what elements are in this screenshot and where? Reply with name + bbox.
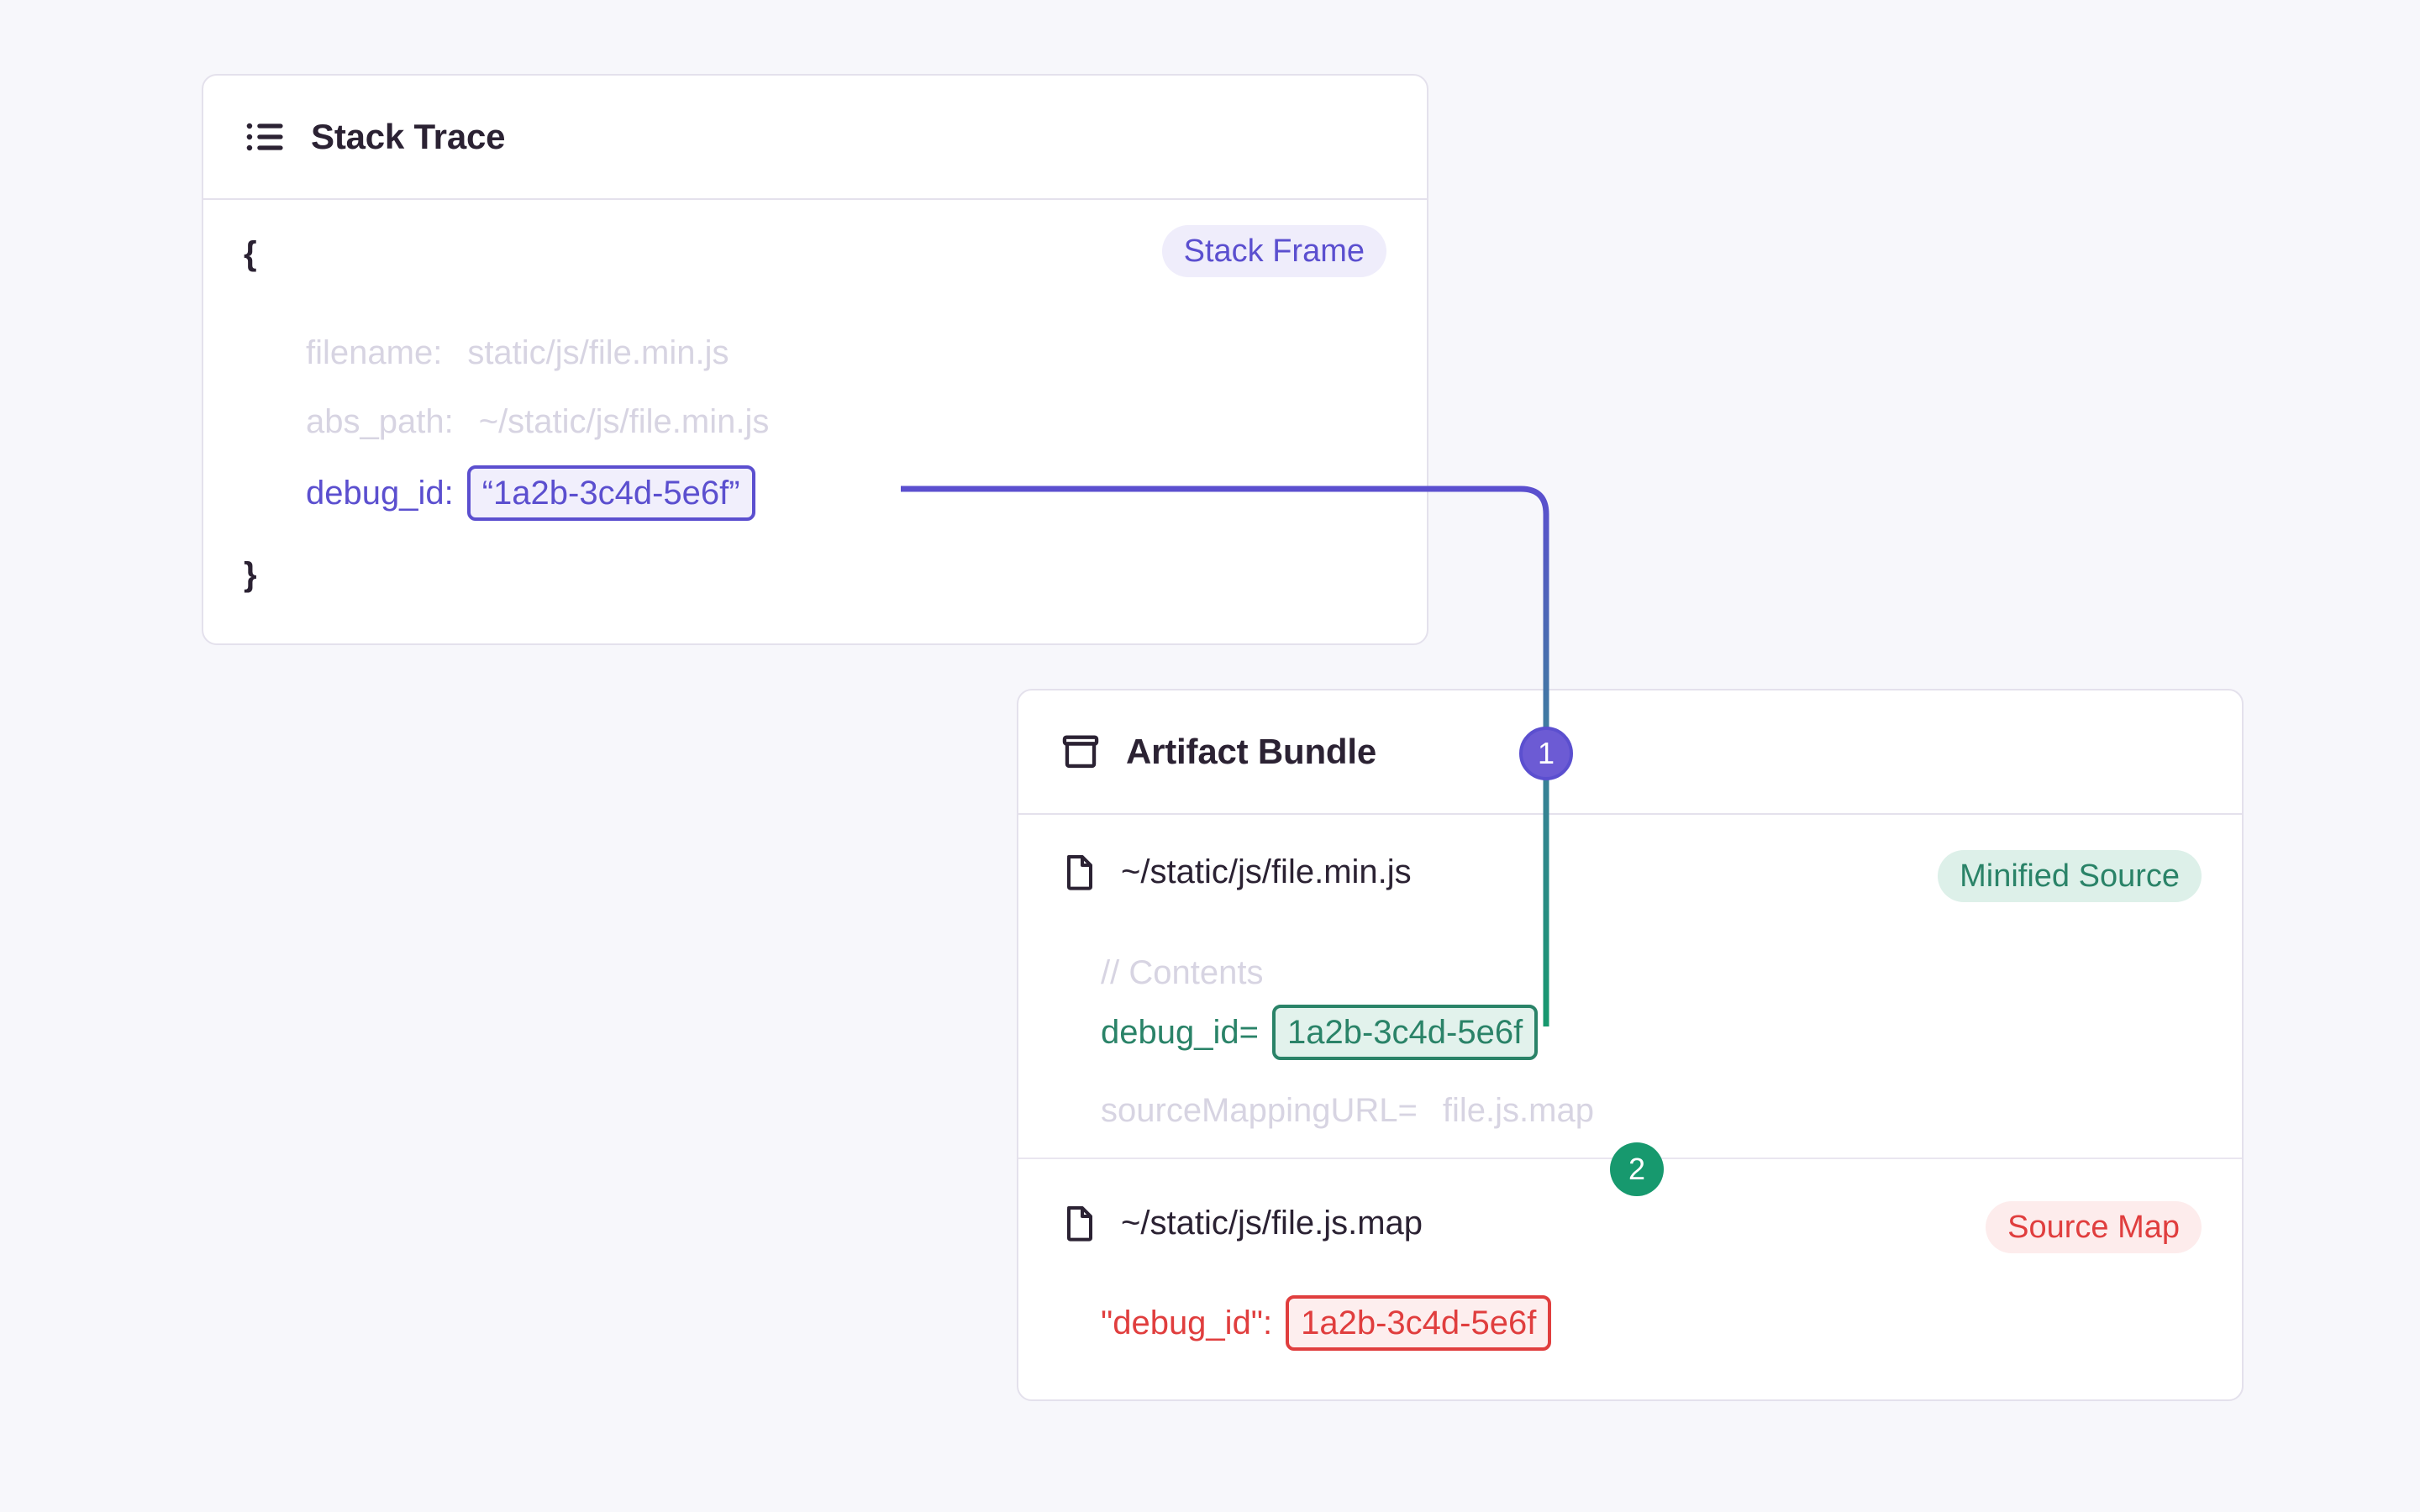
file-icon [1059,1203,1099,1243]
step-badge-1: 1 [1519,727,1573,780]
source-mapping-url-key: sourceMappingURL= [1101,1092,1418,1129]
artifact-bundle-card: Artifact Bundle ~/static/js/file.min.js … [1017,689,2244,1401]
source-map-debug-id-value-chip[interactable]: 1a2b-3c4d-5e6f [1286,1295,1552,1351]
file-name-minified: ~/static/js/file.min.js [1121,853,1412,890]
stack-trace-body: Stack Frame { filename: static/js/file.m… [203,200,1427,643]
list-icon [244,115,287,159]
source-mapping-url-value: file.js.map [1442,1092,1594,1129]
source-map-debug-id-line: "debug_id": 1a2b-3c4d-5e6f [1101,1295,1552,1351]
field-filename-value: static/js/file.min.js [467,334,729,371]
field-abs-path: abs_path: ~/static/js/file.min.js [306,405,769,438]
field-debug-id-key: debug_id: [306,475,454,512]
artifact-bundle-body: ~/static/js/file.min.js Minified Source … [1018,815,2242,1399]
minified-source-badge: Minified Source [1938,850,2202,902]
artifact-bundle-title: Artifact Bundle [1126,732,1377,771]
field-filename: filename: static/js/file.min.js [306,336,729,370]
field-abs-path-value: ~/static/js/file.min.js [478,403,770,440]
minified-debug-id-key: debug_id= [1101,1014,1259,1051]
stack-trace-card: Stack Trace Stack Frame { filename: stat… [202,74,1428,645]
minified-debug-id-line: debug_id= 1a2b-3c4d-5e6f [1101,1005,1539,1060]
file-row-source-map[interactable]: ~/static/js/file.js.map [1059,1203,1423,1243]
source-mapping-url-line: sourceMappingURL= file.js.map [1101,1094,1594,1127]
open-brace: { [244,235,257,272]
archive-icon [1059,730,1102,774]
source-map-badge: Source Map [1986,1201,2202,1253]
stack-trace-header: Stack Trace [203,76,1427,200]
file-name-source-map: ~/static/js/file.js.map [1121,1205,1423,1242]
stack-frame-badge: Stack Frame [1161,225,1386,277]
contents-comment-line: // Contents [1101,954,1264,991]
artifact-bundle-header: Artifact Bundle [1018,690,2242,815]
debug-id-value-chip[interactable]: “1a2b-3c4d-5e6f” [466,465,755,521]
field-abs-path-key: abs_path: [306,403,454,440]
field-debug-id: debug_id: “1a2b-3c4d-5e6f” [306,465,755,521]
close-brace: } [244,556,257,593]
source-map-debug-id-key: "debug_id": [1101,1305,1273,1341]
stack-trace-title: Stack Trace [311,117,506,156]
file-icon [1059,852,1099,892]
file-row-minified[interactable]: ~/static/js/file.min.js [1059,852,1412,892]
step-badge-2: 2 [1610,1142,1664,1196]
field-filename-key: filename: [306,334,443,371]
minified-debug-id-value-chip[interactable]: 1a2b-3c4d-5e6f [1271,1005,1539,1060]
